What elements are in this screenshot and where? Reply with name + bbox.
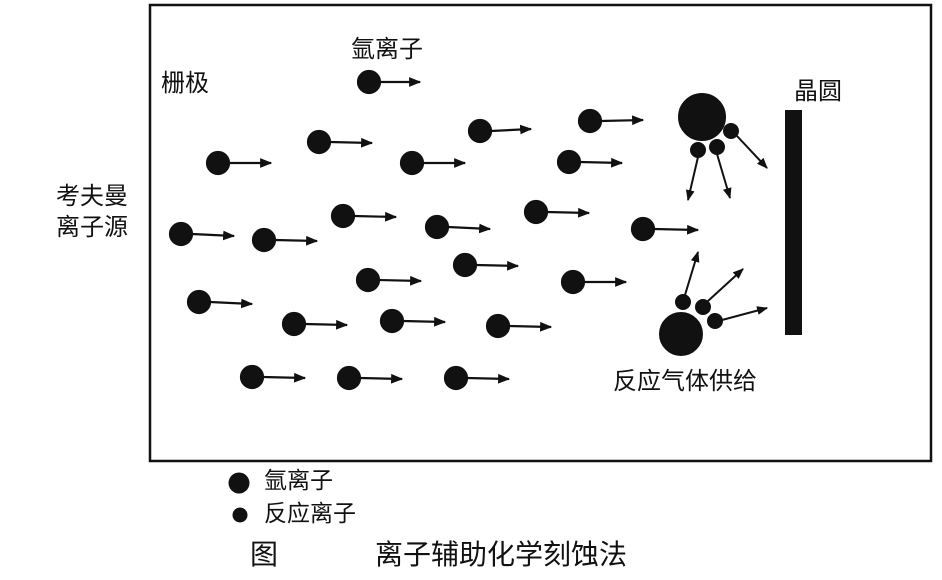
argon-ion	[281, 311, 307, 337]
large-atom	[659, 312, 703, 356]
argon-ion	[330, 203, 356, 229]
legend-reactive-label: 反应离子	[264, 501, 356, 527]
argon-ion-label: 氩离子	[351, 35, 423, 63]
argon-ions	[168, 69, 700, 391]
upper-reaction-cluster	[678, 93, 768, 202]
reactive-gas-label: 反应气体供给	[613, 367, 757, 395]
large-atom	[678, 93, 726, 141]
ion-source-label-line1: 考夫曼	[56, 182, 128, 210]
argon-ion	[424, 214, 450, 240]
argon-ion	[630, 216, 656, 242]
legend-reactive-dot	[232, 507, 248, 523]
lower-reaction-cluster	[659, 250, 769, 356]
legend-argon-label: 氩离子	[264, 468, 333, 494]
argon-ion	[560, 269, 586, 295]
argon-ion	[467, 118, 493, 144]
reactive-ion	[707, 313, 723, 329]
argon-ion	[205, 150, 231, 176]
chamber-frame	[148, 3, 933, 463]
grid-label: 栅极	[161, 69, 209, 97]
reactive-ion	[723, 123, 739, 139]
reactive-ion	[675, 294, 691, 310]
argon-ion	[443, 365, 469, 391]
argon-ion	[356, 69, 382, 95]
argon-ion	[452, 252, 478, 278]
argon-ion	[399, 150, 425, 176]
argon-ion	[186, 289, 212, 315]
figure-caption-prefix: 图	[250, 538, 279, 571]
argon-ion	[355, 267, 381, 293]
argon-ion	[577, 108, 603, 134]
argon-ion	[379, 308, 405, 334]
reactive-ion	[690, 142, 706, 158]
argon-ion	[306, 129, 332, 155]
argon-ion	[251, 227, 277, 253]
argon-ion	[239, 364, 265, 390]
reactive-ion	[709, 139, 725, 155]
ion-source-label-line2: 离子源	[56, 213, 128, 241]
wafer-label: 晶圆	[794, 77, 842, 105]
argon-ion	[336, 365, 362, 391]
argon-ion	[556, 149, 582, 175]
argon-ion	[168, 221, 194, 247]
legend-argon-dot	[228, 472, 250, 494]
figure-caption-title: 离子辅助化学刻蚀法	[375, 538, 628, 571]
reactive-ion	[695, 299, 711, 315]
argon-ion	[523, 199, 549, 225]
wafer-bar	[785, 110, 802, 335]
argon-ion	[485, 313, 511, 339]
